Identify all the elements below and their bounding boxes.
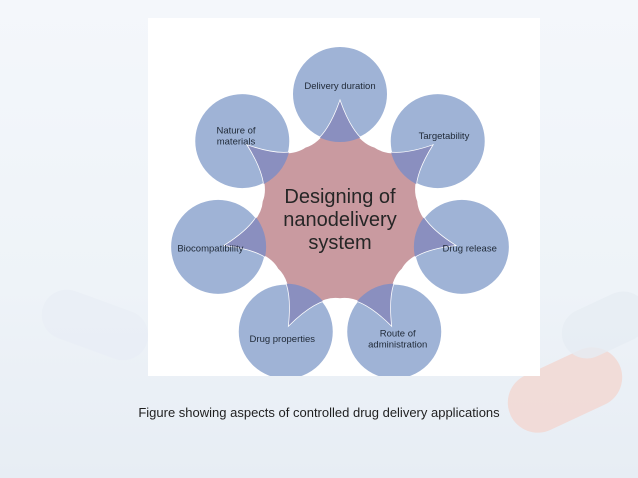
background-pill-shape <box>553 283 638 367</box>
node-label-drug-properties: Drug properties <box>250 334 316 345</box>
figure-caption: Figure showing aspects of controlled dru… <box>138 405 500 420</box>
node-label-biocompatibility: Biocompatibility <box>177 244 243 255</box>
node-label-drug-release: Drug release <box>442 244 496 255</box>
node-label-delivery-duration: Delivery duration <box>304 81 375 92</box>
background-pill-shape <box>34 282 156 368</box>
node-label-targetability: Targetability <box>419 131 470 142</box>
